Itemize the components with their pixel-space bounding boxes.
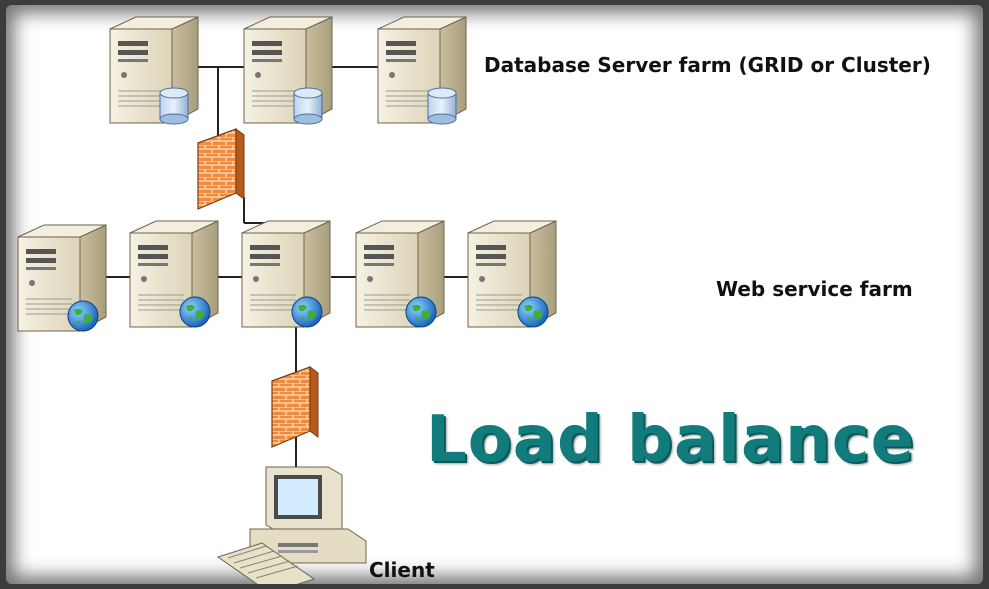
diagram-canvas: Database Server farm (GRID or Cluster) W… [6,5,983,584]
web-server-2 [129,220,219,328]
web-farm-label: Web service farm [716,277,913,301]
web-server-5 [467,220,557,328]
web-server-1 [17,224,107,332]
diagram-title: Load balance [426,403,916,477]
network-diagram [17,16,557,584]
db-server-2 [243,16,333,125]
client-computer-icon [216,466,367,584]
web-server-4 [355,220,445,328]
web-server-3 [241,220,331,328]
client-label: Client [369,558,435,582]
firewall-icon [197,128,245,210]
db-server-3 [377,16,467,125]
db-farm-label: Database Server farm (GRID or Cluster) [484,53,931,77]
firewall-icon [271,366,319,448]
db-server-1 [109,16,199,125]
